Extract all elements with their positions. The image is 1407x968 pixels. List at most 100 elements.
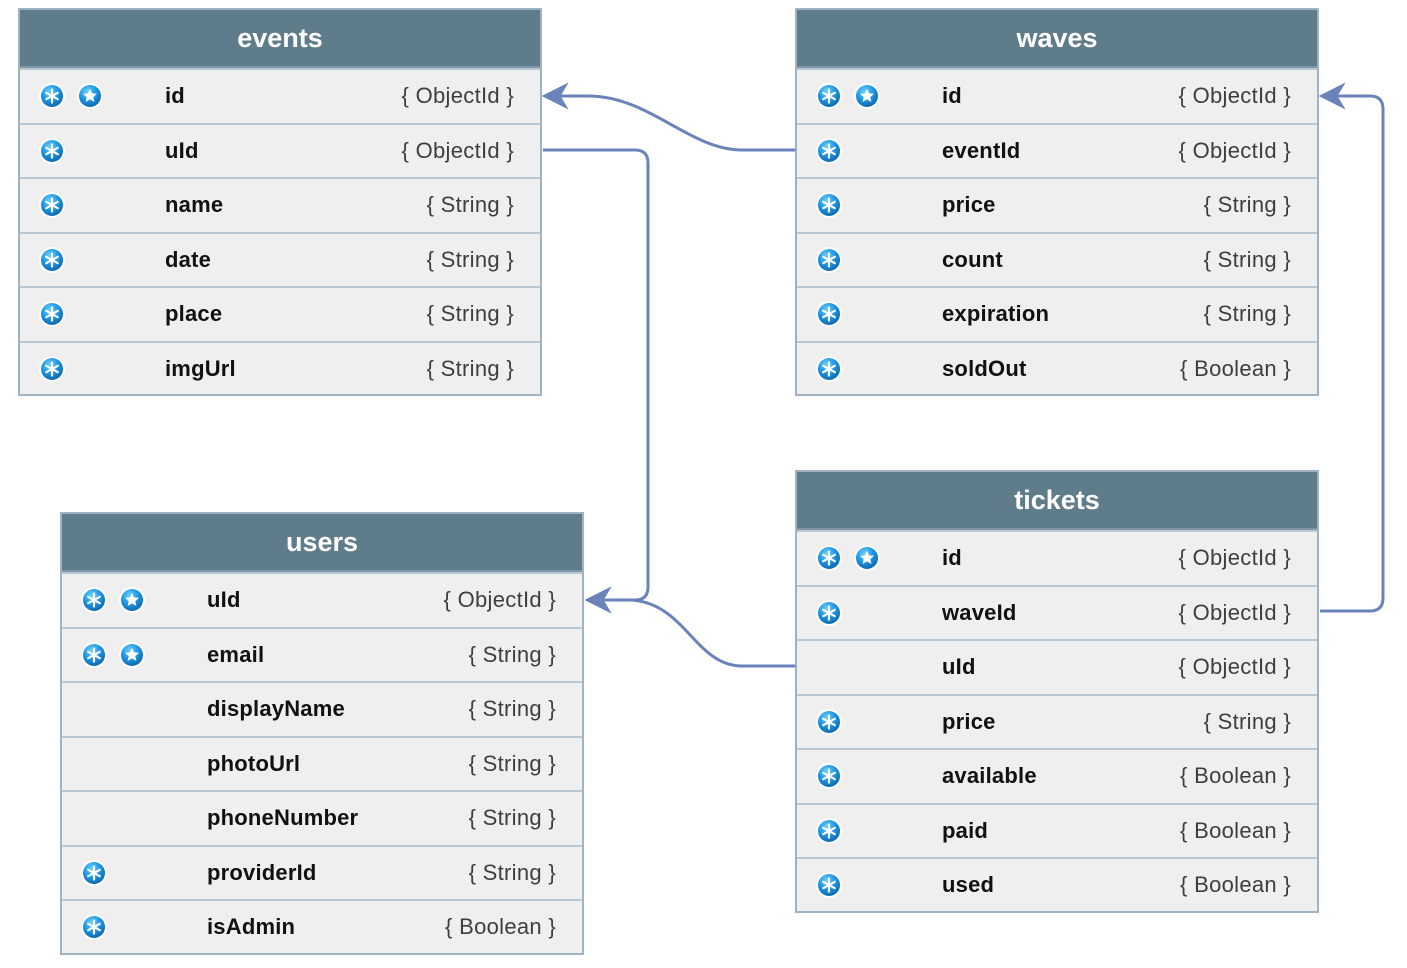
tickets-field-icons xyxy=(797,871,942,899)
tickets-field-icons xyxy=(797,599,942,627)
waves-field-icons xyxy=(797,82,942,110)
events-field-row: place{ String } xyxy=(20,286,540,341)
events-field-icons xyxy=(20,82,165,110)
tickets-table-title: tickets xyxy=(797,472,1317,530)
users-field-row: providerId { String } xyxy=(62,844,582,900)
waves-field-row: price { String } xyxy=(797,177,1317,232)
tickets-field-icons xyxy=(797,544,942,572)
tickets-field-row: available { Boolean } xyxy=(797,748,1317,803)
asterisk-key-icon xyxy=(815,300,843,328)
waves-field-row: eventId{ ObjectId } xyxy=(797,122,1317,178)
tickets-field-name: waveId xyxy=(942,599,1017,625)
users-field-type: { String } xyxy=(468,641,556,667)
users-field-type: { String } xyxy=(468,750,556,776)
events-field-row: name{ String } xyxy=(20,177,540,232)
asterisk-key-icon xyxy=(815,137,843,165)
users-field-row: displayName{ String } xyxy=(62,681,582,736)
asterisk-key-icon xyxy=(80,913,108,941)
tickets-field-row: waveId { ObjectId } xyxy=(797,584,1317,640)
waves-field-icons xyxy=(797,137,942,165)
tickets-field-row: used{ Boolean } xyxy=(797,857,1317,912)
tickets-field-type: { ObjectId } xyxy=(1178,599,1291,625)
waves-field-icons xyxy=(797,355,942,383)
users-field-type: { String } xyxy=(468,805,556,831)
events-field-name: name xyxy=(165,192,224,218)
events-field-row: date { String } xyxy=(20,231,540,287)
connector-tickets-uid-to-users-uid xyxy=(584,586,795,668)
events-table: events xyxy=(18,8,542,396)
events-field-icons xyxy=(20,355,165,383)
waves-field-type: { String } xyxy=(1203,192,1291,218)
asterisk-key-icon xyxy=(815,708,843,736)
tickets-field-type: { Boolean } xyxy=(1180,817,1291,843)
users-field-icons xyxy=(62,586,207,614)
waves-table: waves xyxy=(795,8,1319,396)
events-field-type: { String } xyxy=(426,246,514,272)
users-field-name: providerId xyxy=(207,859,317,885)
users-field-name: uId xyxy=(207,587,241,613)
events-field-row: uId { ObjectId } xyxy=(20,122,540,178)
asterisk-key-icon xyxy=(38,82,66,110)
waves-field-row: soldOut { Boolean } xyxy=(797,340,1317,396)
tickets-table: tickets xyxy=(795,470,1319,913)
tickets-field-name: price xyxy=(942,708,996,734)
tickets-field-icons xyxy=(797,708,942,736)
tickets-field-row: price{ String } xyxy=(797,693,1317,749)
events-field-name: place xyxy=(165,301,223,327)
users-field-type: { String } xyxy=(468,859,556,885)
events-field-type: { ObjectId } xyxy=(401,83,514,109)
asterisk-key-icon xyxy=(815,191,843,219)
tickets-field-type: { ObjectId } xyxy=(1178,654,1291,680)
events-field-name: uId xyxy=(165,137,199,163)
star-key-icon xyxy=(118,641,146,669)
asterisk-key-icon xyxy=(38,191,66,219)
tickets-field-name: uId xyxy=(942,654,976,680)
waves-table-title: waves xyxy=(797,10,1317,68)
users-field-type: { ObjectId } xyxy=(443,587,556,613)
connector-waves-eventid-to-events-id xyxy=(541,82,795,152)
asterisk-key-icon xyxy=(38,355,66,383)
tickets-field-row: paid { Boolean } xyxy=(797,802,1317,858)
events-field-type: { String } xyxy=(426,355,514,381)
events-table-title: events xyxy=(20,10,540,68)
waves-field-name: eventId xyxy=(942,137,1021,163)
users-field-icons xyxy=(62,641,207,669)
star-key-icon xyxy=(118,586,146,614)
tickets-field-row: uId { ObjectId } xyxy=(797,639,1317,694)
asterisk-key-icon xyxy=(815,246,843,274)
users-field-icons xyxy=(62,913,207,941)
asterisk-key-icon xyxy=(815,871,843,899)
tickets-field-name: id xyxy=(942,545,962,571)
users-field-row: uId { ObjectId } xyxy=(62,572,582,627)
asterisk-key-icon xyxy=(38,246,66,274)
waves-field-row: expiration{ String } xyxy=(797,286,1317,341)
asterisk-key-icon xyxy=(815,599,843,627)
events-field-name: date xyxy=(165,246,212,272)
users-field-name: email xyxy=(207,641,265,667)
events-field-name: id xyxy=(165,83,185,109)
waves-field-name: id xyxy=(942,83,962,109)
events-field-type: { ObjectId } xyxy=(401,137,514,163)
users-field-row: phoneNumber { String } xyxy=(62,790,582,845)
tickets-field-name: paid xyxy=(942,817,989,843)
asterisk-key-icon xyxy=(80,641,108,669)
asterisk-key-icon xyxy=(815,544,843,572)
connector-tickets-waveid-to-waves-id xyxy=(1318,82,1385,613)
events-field-row: id { ObjectId } xyxy=(20,68,540,123)
tickets-field-type: { Boolean } xyxy=(1180,763,1291,789)
tickets-field-name: available xyxy=(942,763,1037,789)
waves-field-name: soldOut xyxy=(942,355,1027,381)
users-field-name: phoneNumber xyxy=(207,805,359,831)
asterisk-key-icon xyxy=(80,859,108,887)
asterisk-key-icon xyxy=(38,300,66,328)
star-key-icon xyxy=(853,82,881,110)
users-field-type: { String } xyxy=(468,696,556,722)
waves-field-name: count xyxy=(942,246,1003,272)
users-field-row: email { String } xyxy=(62,626,582,682)
events-field-row: imgUrl{ String } xyxy=(20,340,540,396)
tickets-field-type: { Boolean } xyxy=(1180,872,1291,898)
asterisk-key-icon xyxy=(815,817,843,845)
waves-field-name: price xyxy=(942,192,996,218)
waves-field-type: { Boolean } xyxy=(1180,355,1291,381)
events-field-icons xyxy=(20,300,165,328)
